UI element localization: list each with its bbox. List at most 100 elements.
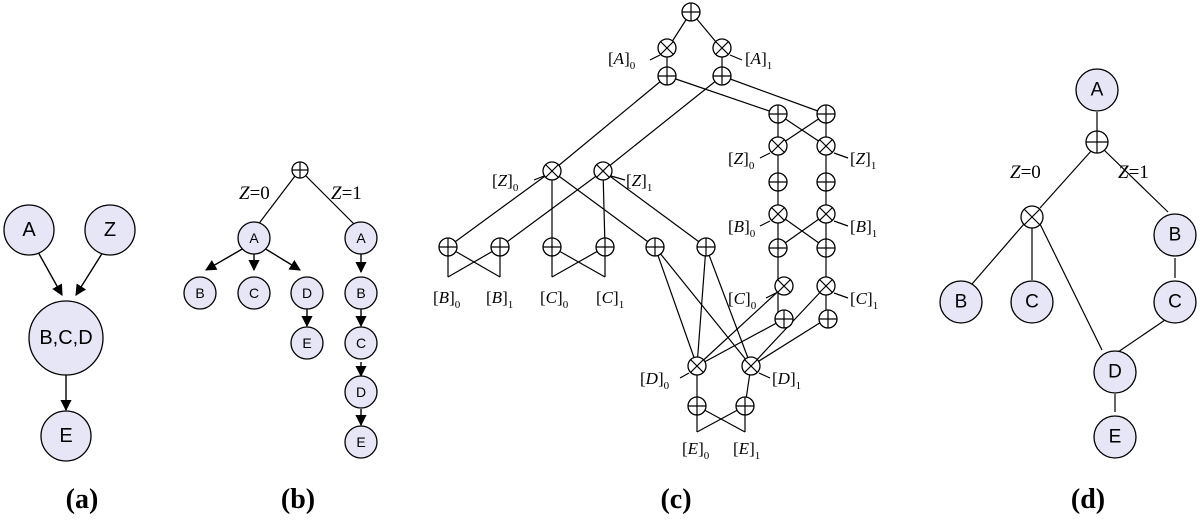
edge-b-root-right	[301, 171, 361, 231]
sum-node	[645, 237, 665, 257]
indicator-label: [B]0	[728, 217, 756, 240]
svg-text:C: C	[1025, 292, 1039, 313]
product-node	[593, 161, 613, 181]
svg-text:A: A	[249, 230, 259, 246]
node-b-right-e: E	[344, 425, 378, 459]
node-e-label: E	[59, 425, 72, 447]
node-b-left-d: D	[290, 276, 324, 310]
node-b-left-c: C	[237, 276, 271, 310]
product-node	[712, 38, 732, 58]
svg-text:D: D	[356, 384, 366, 400]
sum-node	[735, 396, 755, 416]
indicator-label: [E]1	[733, 439, 760, 462]
product-node	[816, 204, 836, 224]
svg-text:C: C	[356, 335, 366, 351]
product-node	[1020, 205, 1044, 229]
indicator-label: [B]0	[433, 288, 461, 311]
sum-node	[768, 238, 788, 258]
caption-d: (d)	[1071, 484, 1105, 515]
node-b-left-e: E	[290, 326, 324, 360]
product-node	[774, 276, 794, 296]
caption-b: (b)	[281, 484, 315, 515]
indicator-label: [B]1	[486, 288, 513, 311]
sum-node	[816, 104, 836, 124]
product-node	[657, 38, 677, 58]
sum-node	[1085, 130, 1109, 154]
caption-c: (c)	[660, 484, 691, 515]
product-node	[741, 356, 761, 376]
indicator-label: [Z]1	[626, 171, 652, 194]
indicator-label: [A]0	[608, 49, 636, 72]
panel-a: A Z B,C,D E (a)	[3, 204, 136, 515]
panel-b: Z=0 Z=1 A B C D E A B C D E (b)	[183, 161, 378, 515]
branch-label-right: Z=1	[1118, 162, 1149, 183]
svg-text:C: C	[249, 285, 259, 301]
edge-b-a-b	[205, 247, 245, 271]
branch-label-left: Z=0	[1010, 162, 1041, 183]
indicator-label: [Z]1	[850, 149, 876, 172]
node-a: A	[3, 204, 55, 256]
node-b-right-d: D	[344, 375, 378, 409]
svg-text:C: C	[1168, 292, 1182, 313]
indicator-label: [A]1	[745, 49, 772, 72]
indicator-label: [C]1	[850, 289, 878, 312]
node-d-d: D	[1093, 350, 1137, 394]
node-b-left-a: A	[237, 221, 271, 255]
node-d-b-right: B	[1153, 213, 1197, 257]
edge-b-a-d	[263, 247, 301, 271]
node-bcd: B,C,D	[28, 300, 104, 376]
node-bcd-label: B,C,D	[39, 327, 92, 349]
indicator-label: [Z]0	[728, 149, 755, 172]
svg-text:B: B	[356, 285, 365, 301]
sum-node	[818, 309, 838, 329]
sum-node	[595, 237, 615, 257]
sum-node	[768, 104, 788, 124]
svg-text:E: E	[356, 434, 365, 450]
edge-z-to-bcd	[75, 251, 104, 296]
sum-node	[438, 237, 458, 257]
node-d-c-left: C	[1010, 280, 1054, 324]
edge-a-to-bcd	[37, 251, 63, 296]
svg-text:D: D	[302, 285, 312, 301]
product-node	[768, 204, 788, 224]
sum-node	[712, 66, 732, 86]
sum-node	[490, 237, 510, 257]
product-node	[816, 276, 836, 296]
caption-a: (a)	[66, 484, 99, 515]
node-d-a: A	[1075, 68, 1119, 112]
branch-label-right: Z=1	[331, 183, 362, 204]
svg-text:B: B	[955, 292, 968, 313]
node-d-b-left: B	[939, 280, 983, 324]
sum-node	[816, 238, 836, 258]
svg-text:D: D	[1108, 362, 1122, 383]
sum-node	[816, 172, 836, 192]
sum-node	[681, 2, 701, 22]
node-b-right-b: B	[344, 276, 378, 310]
node-b-right-c: C	[344, 326, 378, 360]
sum-node	[657, 66, 677, 86]
branch-label-left: Z=0	[239, 183, 270, 204]
product-node	[816, 136, 836, 156]
node-b-left-b: B	[183, 276, 217, 310]
indicator-label: [C]0	[728, 289, 757, 312]
sum-node	[768, 172, 788, 192]
svg-text:E: E	[302, 335, 311, 351]
panel-c-labels: [A]0 [A]1 [Z]0 [Z]1 [B]0 [B]1 [C]0 [C]1 …	[433, 49, 878, 515]
svg-text:B: B	[195, 285, 204, 301]
svg-text:B: B	[1169, 225, 1182, 246]
node-z-label: Z	[104, 219, 116, 241]
node-z: Z	[84, 204, 136, 256]
indicator-label: [C]1	[596, 288, 624, 311]
product-node	[687, 356, 707, 376]
sum-node	[696, 237, 716, 257]
svg-text:A: A	[356, 230, 366, 246]
node-d-e: E	[1093, 415, 1137, 459]
sum-node	[291, 161, 309, 179]
svg-text:A: A	[1091, 80, 1104, 101]
node-a-label: A	[22, 219, 36, 241]
node-d-c-right: C	[1153, 280, 1197, 324]
indicator-label: [D]0	[640, 369, 670, 392]
indicator-label: [C]0	[540, 288, 569, 311]
product-node	[768, 136, 788, 156]
